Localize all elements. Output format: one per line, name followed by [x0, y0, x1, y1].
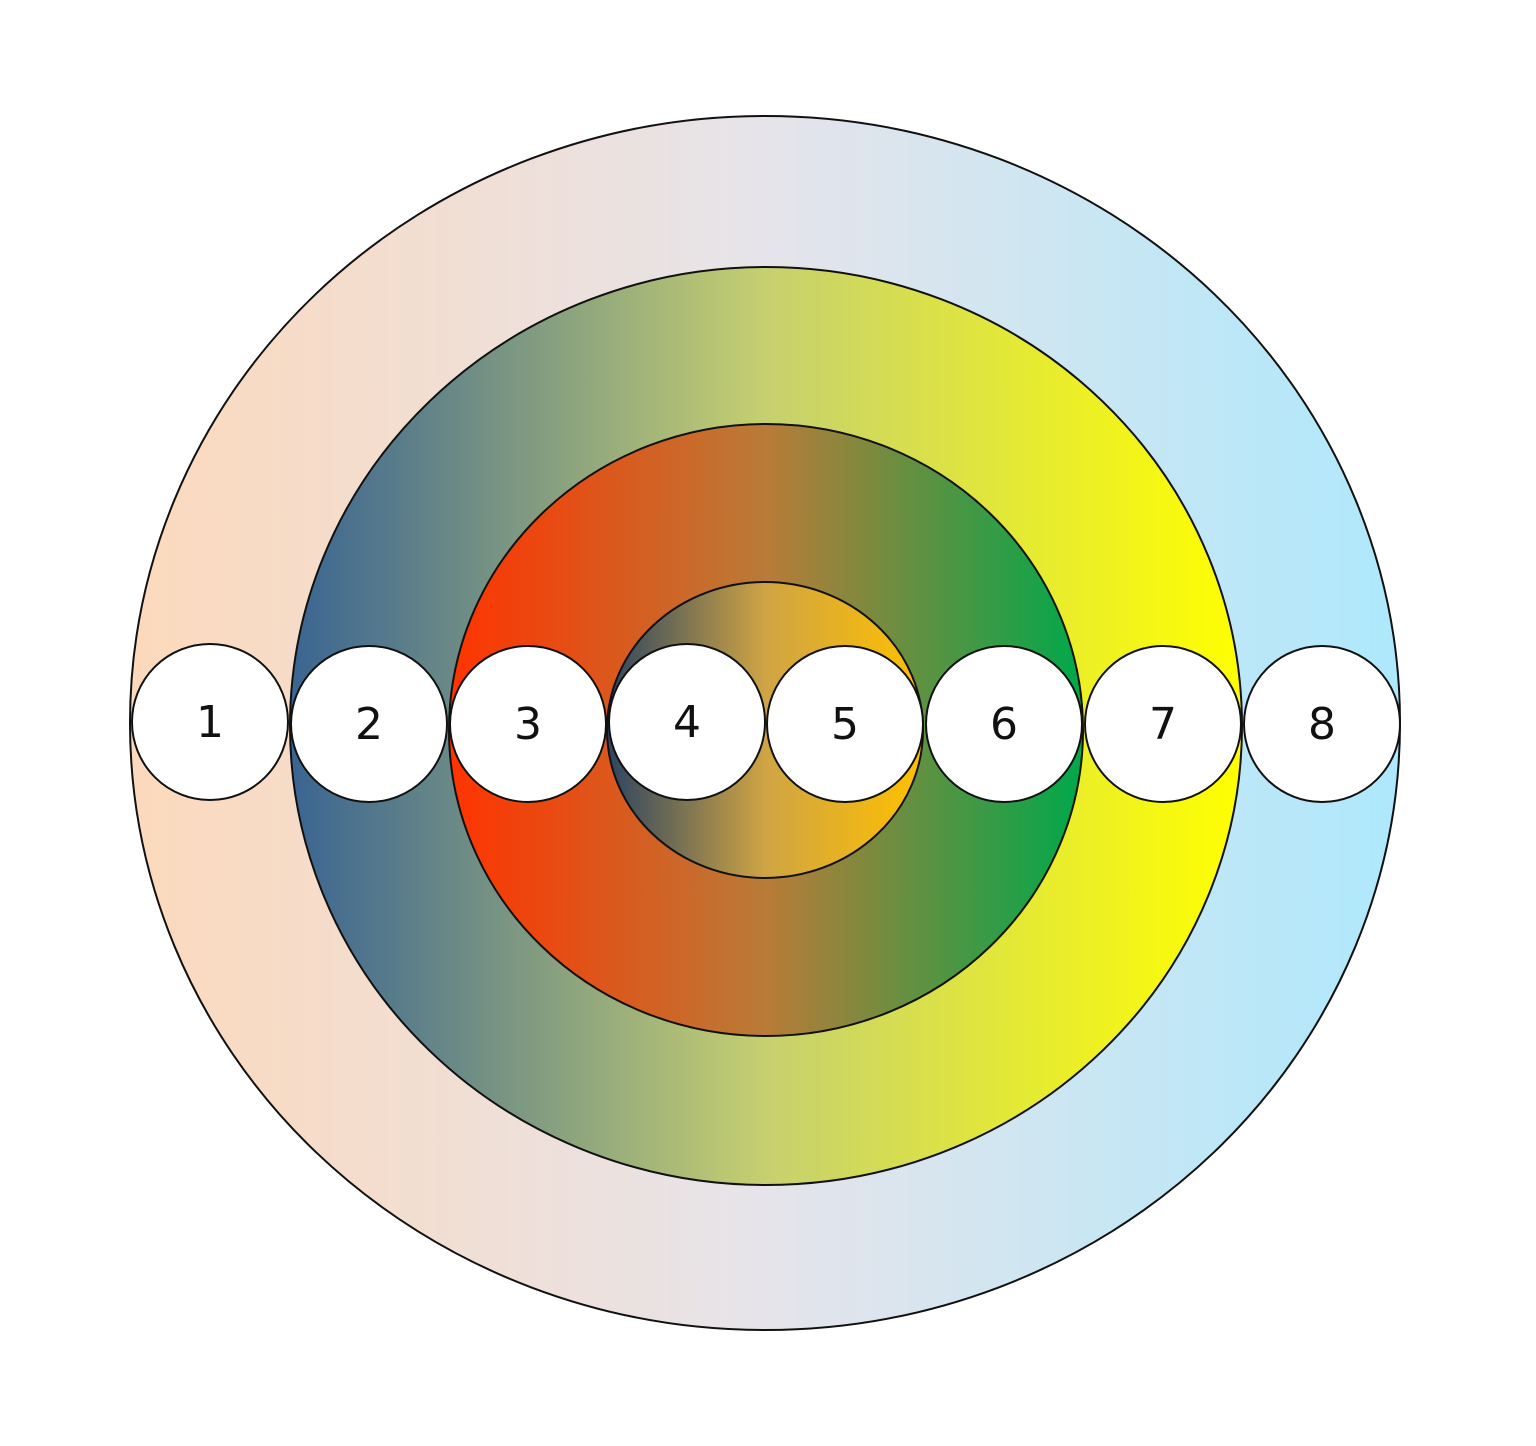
- circle-label: 3: [514, 699, 542, 750]
- circle-label: 5: [831, 699, 859, 750]
- circle-label: 1: [196, 697, 224, 748]
- circle-label: 6: [990, 699, 1018, 750]
- circle-label: 2: [355, 699, 383, 750]
- circle-label: 7: [1149, 699, 1177, 750]
- numbered-circle-7: 7: [1084, 645, 1242, 803]
- circle-label: 4: [673, 697, 701, 748]
- numbered-circle-1: 1: [131, 643, 289, 801]
- circle-label: 8: [1308, 699, 1336, 750]
- numbered-circle-2: 2: [290, 645, 448, 803]
- numbered-circle-8: 8: [1243, 645, 1401, 803]
- numbered-circle-4: 4: [608, 643, 766, 801]
- numbered-circle-5: 5: [766, 645, 924, 803]
- numbered-circle-6: 6: [925, 645, 1083, 803]
- numbered-circle-3: 3: [449, 645, 607, 803]
